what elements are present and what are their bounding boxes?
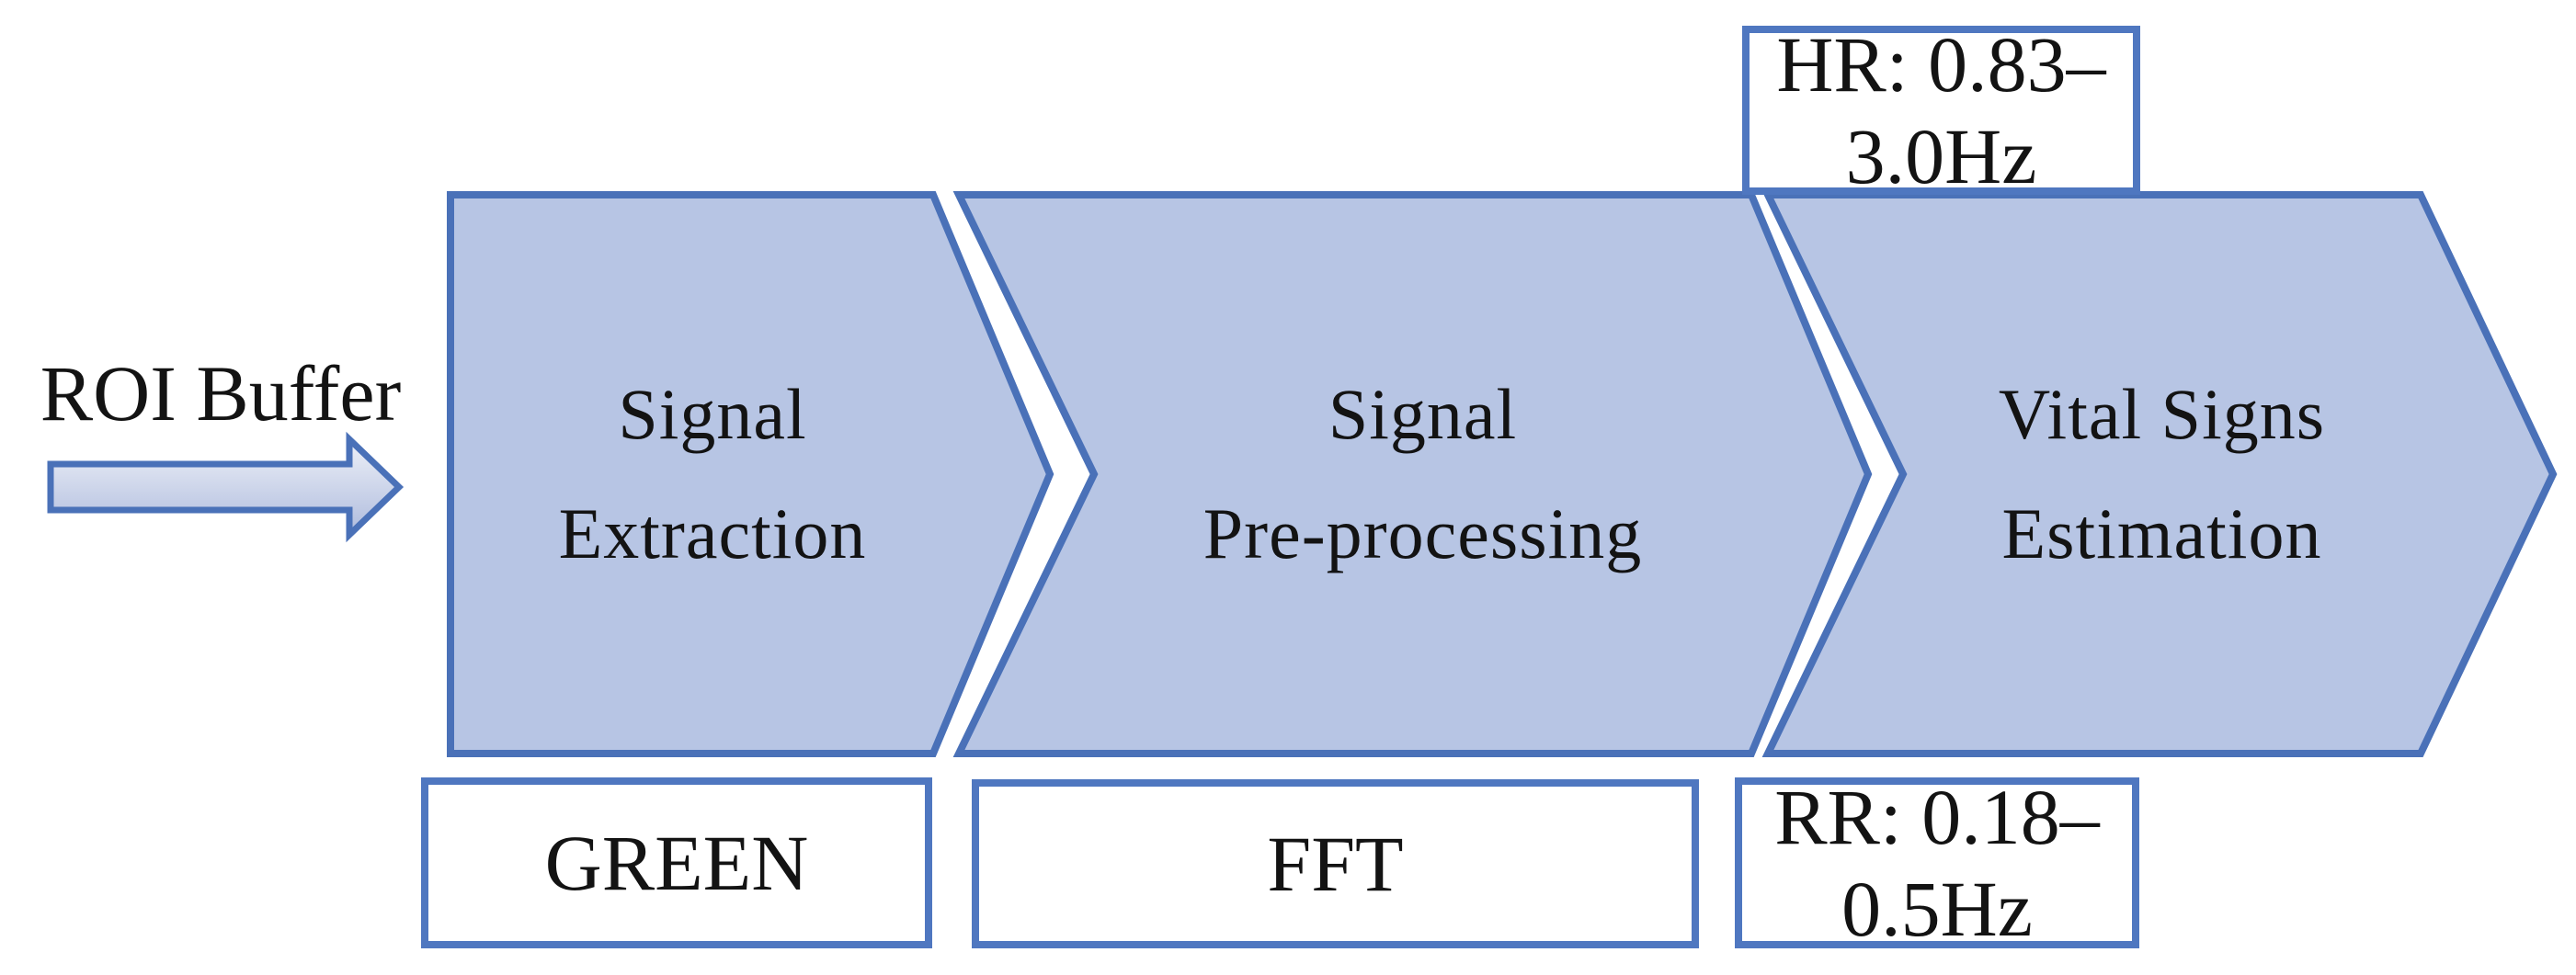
chevron-vital-signs-estimation	[1761, 191, 2558, 757]
rr-frequency-range-box: RR: 0.18–0.5Hz	[1735, 773, 2139, 953]
stage1-line2: Extraction	[558, 493, 867, 573]
roi-buffer-arrow-icon	[47, 431, 405, 543]
green-channel-box: GREEN	[421, 777, 932, 948]
fft-text: FFT	[1267, 820, 1404, 908]
stage3-line1: Vital Signs	[1998, 374, 2326, 454]
stage2-line2: Pre-processing	[1203, 493, 1643, 573]
stage3-line2: Estimation	[2001, 493, 2322, 573]
hr-frequency-range-text: HR: 0.83–3.0Hz	[1776, 20, 2106, 200]
stage-label-vital-signs-estimation: Vital Signs Estimation	[1903, 195, 2421, 754]
chevron-signal-extraction	[447, 191, 1054, 757]
green-channel-text: GREEN	[544, 819, 809, 907]
stage2-line1: Signal	[1328, 374, 1518, 454]
stage-label-signal-extraction: Signal Extraction	[450, 195, 975, 754]
chevron-signal-pre-processing	[952, 191, 1873, 757]
stage1-line1: Signal	[618, 374, 807, 454]
roi-buffer-label: ROI Buffer	[40, 349, 402, 437]
fft-box: FFT	[972, 779, 1699, 948]
rr-frequency-range-text: RR: 0.18–0.5Hz	[1774, 773, 2100, 953]
stage-label-signal-pre-processing: Signal Pre-processing	[1094, 195, 1751, 754]
hr-frequency-range-box: HR: 0.83–3.0Hz	[1742, 20, 2140, 200]
